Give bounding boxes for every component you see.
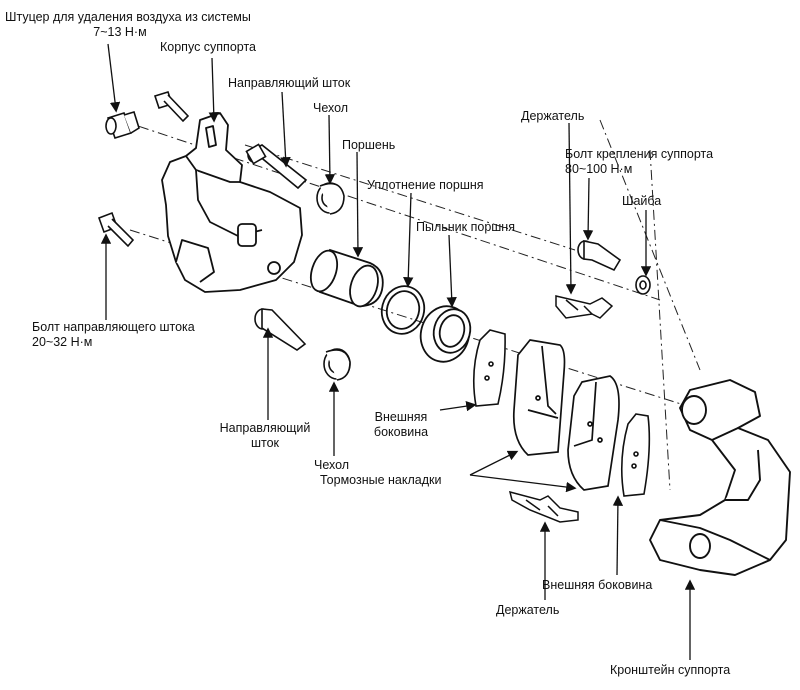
bleeder-screw-part bbox=[105, 111, 140, 139]
holder-top-part bbox=[555, 295, 614, 319]
washer-part bbox=[635, 275, 651, 295]
piston-part bbox=[309, 248, 384, 308]
label-bleeder-screw: Штуцер для удаления воздуха из системы 7… bbox=[5, 10, 251, 39]
outer-shim-left-part bbox=[472, 329, 506, 407]
label-guide-rod-top: Направляющий шток bbox=[228, 76, 351, 90]
outer-shim-right-part bbox=[620, 413, 651, 497]
piston-dust-boot-part bbox=[419, 305, 472, 363]
brake-pad-outer-part bbox=[567, 375, 620, 491]
label-outer-shim-left: Внешняя боковина bbox=[373, 410, 429, 439]
caliper-bracket-part bbox=[649, 379, 791, 576]
label-piston: Поршень bbox=[342, 138, 396, 152]
label-guide-bolt: Болт направляющего штока 20~32 Н·м bbox=[32, 320, 195, 349]
label-washer: Шайба bbox=[622, 194, 662, 208]
label-piston-dust-boot: Пыльник поршня bbox=[416, 220, 515, 234]
leader-lines bbox=[100, 43, 696, 660]
label-guide-rod-bottom: Направляющий шток bbox=[219, 421, 311, 450]
label-piston-seal: Уплотнение поршня bbox=[367, 178, 484, 192]
label-caliper-body: Корпус суппорта bbox=[160, 40, 256, 54]
label-boot-bottom: Чехол bbox=[314, 458, 350, 472]
guide-rod-top-part bbox=[245, 143, 308, 190]
guide-bolt-top-part bbox=[153, 91, 190, 123]
label-holder-top: Держатель bbox=[521, 109, 585, 123]
guide-bolt-left-part bbox=[97, 211, 135, 248]
brake-pad-inner-part bbox=[512, 339, 566, 456]
caliper-body-part bbox=[161, 112, 303, 293]
boot-bottom-part bbox=[323, 348, 351, 381]
label-boot-top: Чехол bbox=[313, 101, 349, 115]
boot-top-part bbox=[316, 182, 345, 215]
label-outer-shim-bottom: Внешняя боковина bbox=[542, 578, 653, 592]
label-caliper-bracket: Кронштейн суппорта bbox=[610, 663, 731, 677]
label-caliper-mount-bolt: Болт крепления суппорта 80~100 Н·м bbox=[565, 147, 714, 176]
holder-bottom-part bbox=[508, 490, 579, 523]
label-holder-bottom: Держатель bbox=[496, 603, 560, 617]
guide-rod-bottom-part bbox=[254, 308, 307, 351]
label-brake-pads: Тормозные накладки bbox=[320, 473, 442, 487]
caliper-mount-bolt-part bbox=[577, 240, 622, 272]
